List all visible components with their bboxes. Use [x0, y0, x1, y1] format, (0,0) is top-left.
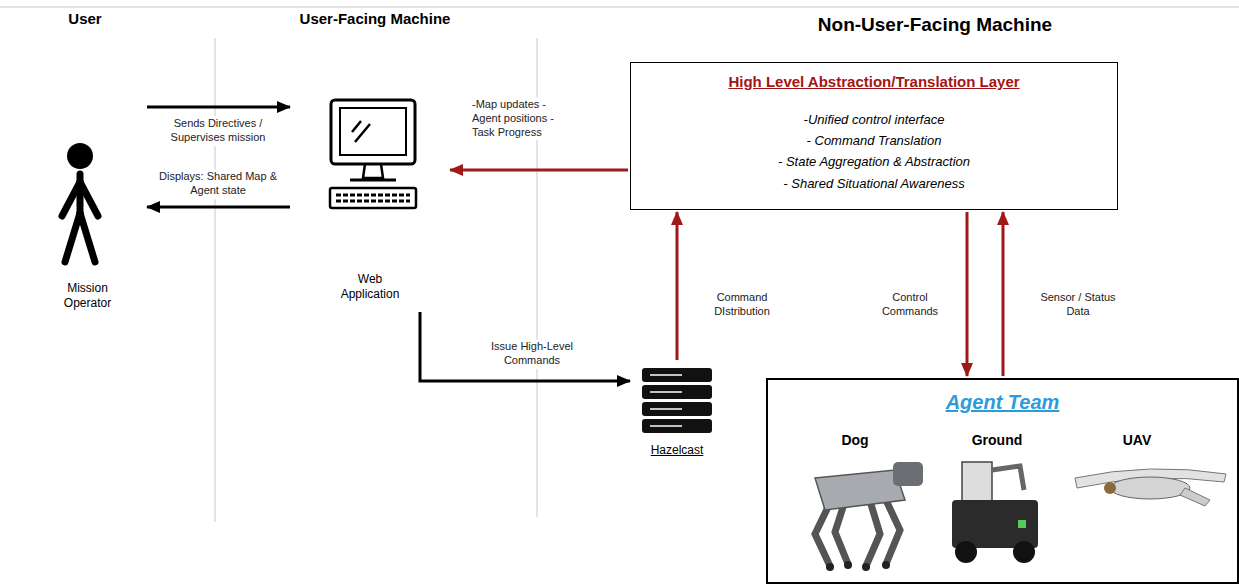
layer-item: - Command Translation [807, 133, 942, 149]
agent-dog: Dog [790, 432, 920, 582]
actor-figure: Mission Operator [30, 95, 145, 315]
uav-drone [1075, 469, 1226, 506]
edge-label: Issue High-Level Commands [476, 339, 588, 369]
layer-item: - Shared Situational Awareness [783, 176, 964, 192]
actor-label: Mission Operator [48, 281, 128, 311]
flow-arrow [966, 212, 969, 376]
edge-label: Command DIstribution [700, 290, 784, 320]
flow-arrow [676, 212, 679, 360]
abstraction-layer: High Level Abstraction/Translation Layer… [630, 62, 1118, 210]
agent-label: Ground [972, 432, 1023, 450]
layer-item: - State Aggregation & Abstraction [778, 154, 970, 170]
ground-robot [952, 462, 1038, 563]
column-heading: User [68, 10, 101, 27]
web-app: Web Application [292, 92, 448, 310]
edge-label: -Map updates -Agent positions -Task Prog… [470, 97, 570, 140]
layer-title: High Level Abstraction/Translation Layer [728, 73, 1019, 92]
app-label: Web Application [332, 272, 408, 302]
edge-label: Sends Directives / Supervises mission [150, 116, 286, 146]
column-heading: User-Facing Machine [300, 10, 451, 27]
edge-label: Sensor / Status Data [1032, 290, 1124, 320]
server-label: Hazelcast [651, 443, 704, 458]
agent-label: UAV [1123, 432, 1152, 450]
edge-label: Displays: Shared Map & Agent state [150, 169, 286, 199]
computer-icon [330, 100, 416, 208]
flow-arrow [1002, 212, 1005, 376]
swimlane-lines [0, 7, 1239, 522]
stick-figure [62, 143, 98, 262]
edge-label: Control Commands [873, 290, 947, 320]
hazelcast-server: Hazelcast [632, 362, 722, 462]
flow-arrow [147, 106, 290, 109]
robot-dog [815, 462, 923, 571]
agent-ground: Ground [937, 432, 1057, 582]
server-icon [642, 368, 712, 433]
flow-arrow [450, 169, 628, 172]
layer-item: -Unified control interface [804, 112, 945, 128]
flow-arrow [420, 312, 630, 381]
team-title: Agent Team [946, 390, 1060, 415]
agent-uav: UAV [1062, 432, 1212, 542]
agent-label: Dog [841, 432, 868, 450]
column-heading: Non-User-Facing Machine [818, 14, 1052, 36]
flow-arrow [147, 206, 290, 209]
agent-team: Agent TeamDog Ground UAV [766, 378, 1239, 584]
